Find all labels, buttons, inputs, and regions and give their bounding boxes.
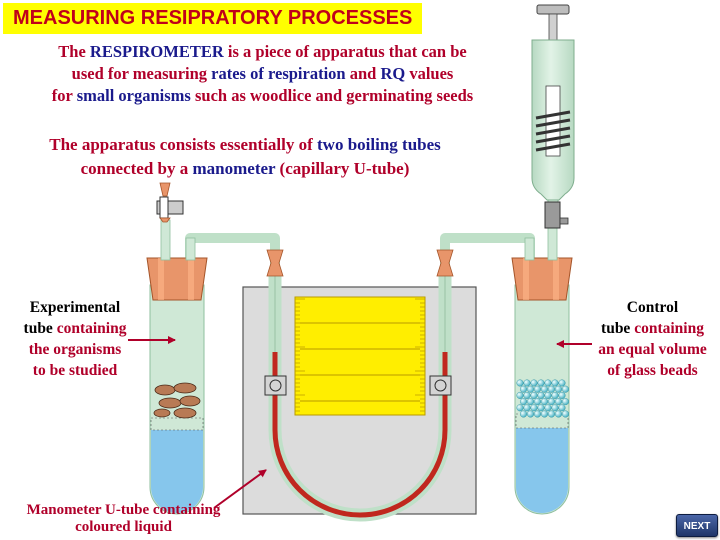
glass-bead xyxy=(523,391,531,399)
label-line: of glass beads xyxy=(607,362,698,379)
intro-emphasis: RESPIROMETER xyxy=(89,42,224,61)
intro-line-2: used for measuring rates of respiration … xyxy=(0,63,525,84)
label-line: an equal volume xyxy=(598,341,707,358)
intro-text: is a piece of apparatus that can be xyxy=(223,42,467,61)
page-title: MEASURING RESIPRATORY PROCESSES xyxy=(3,3,423,34)
apparatus-text: (capillary U-tube) xyxy=(275,159,410,178)
glass-bead xyxy=(530,404,538,412)
intro-emphasis: rates of respiration xyxy=(211,64,346,83)
manometer-clip-left xyxy=(264,375,287,396)
glass-bead xyxy=(551,391,559,399)
glass-bead xyxy=(537,391,545,399)
glass-bead xyxy=(516,379,524,387)
glass-bead xyxy=(534,385,542,393)
glass-bead xyxy=(541,385,549,393)
glass-bead xyxy=(551,379,559,387)
glass-bead xyxy=(558,379,566,387)
glass-bead xyxy=(537,404,545,412)
label-line: Experimental xyxy=(29,299,121,316)
syringe xyxy=(531,4,575,229)
glass-beads xyxy=(516,379,570,418)
glass-bead xyxy=(562,410,570,418)
glass-bead xyxy=(544,391,552,399)
glass-bead xyxy=(520,410,528,418)
experimental-tube-label: Experimental tube containing the organis… xyxy=(0,297,150,381)
label-line: Control xyxy=(626,299,679,316)
glass-bead xyxy=(530,391,538,399)
screw-clip-tap xyxy=(156,182,184,223)
glass-bead xyxy=(530,379,538,387)
glass-bead xyxy=(520,385,528,393)
glass-bead xyxy=(548,398,556,406)
woodlice-organisms xyxy=(153,382,201,419)
glass-bead xyxy=(541,398,549,406)
glass-bead xyxy=(527,385,535,393)
glass-bead xyxy=(523,379,531,387)
apparatus-emphasis: manometer xyxy=(192,159,276,178)
glass-bead xyxy=(534,398,542,406)
glass-bead xyxy=(523,404,531,412)
intro-emphasis: RQ xyxy=(380,64,406,83)
glass-bead xyxy=(555,385,563,393)
glass-bead xyxy=(520,398,528,406)
intro-text: The xyxy=(58,42,90,61)
label-line: the organisms xyxy=(28,341,122,358)
label-line: Manometer U-tube containing xyxy=(26,502,221,518)
glass-bead xyxy=(551,404,559,412)
label-text: containing xyxy=(634,320,704,337)
glass-bead xyxy=(537,379,545,387)
rubber-connector-right xyxy=(436,249,454,277)
apparatus-emphasis: two boiling tubes xyxy=(317,135,441,154)
intro-text: for xyxy=(51,86,77,105)
glass-bead xyxy=(544,379,552,387)
intro-line-1: The RESPIROMETER is a piece of apparatus… xyxy=(0,41,525,62)
label-line: coloured liquid xyxy=(75,519,172,535)
manometer-coloured-liquid xyxy=(272,352,448,518)
glass-bead xyxy=(548,385,556,393)
glass-bead xyxy=(562,398,570,406)
glass-bead xyxy=(516,391,524,399)
glass-bead xyxy=(541,410,549,418)
label-line: tube containing xyxy=(0,318,150,339)
apparatus-line-1: The apparatus consists essentially of tw… xyxy=(0,134,490,155)
intro-text: such as woodlice and germinating seeds xyxy=(190,86,474,105)
glass-bead xyxy=(555,398,563,406)
intro-text: and xyxy=(345,64,381,83)
glass-bead xyxy=(555,410,563,418)
next-button[interactable]: NEXT xyxy=(676,514,718,537)
intro-line-3: for small organisms such as woodlice and… xyxy=(0,85,525,106)
graduated-scale xyxy=(294,296,426,416)
label-line: to be studied xyxy=(32,362,118,379)
manometer-label: Manometer U-tube containing coloured liq… xyxy=(0,502,247,536)
rubber-connector-left xyxy=(266,249,284,277)
intro-text: used for measuring xyxy=(71,64,212,83)
intro-text: values xyxy=(405,64,454,83)
manometer-clip-right xyxy=(429,375,452,396)
intro-emphasis: small organisms xyxy=(76,86,191,105)
apparatus-text: The apparatus consists essentially of xyxy=(49,135,318,154)
glass-bead xyxy=(562,385,570,393)
arrow-to-manometer xyxy=(213,469,267,509)
apparatus-line-2: connected by a manometer (capillary U-tu… xyxy=(0,158,490,179)
glass-bead xyxy=(544,404,552,412)
glass-bead xyxy=(558,391,566,399)
glass-bead xyxy=(534,410,542,418)
label-text: tube xyxy=(23,320,57,337)
glass-bead xyxy=(558,404,566,412)
control-tube-label: Control tube containing an equal volume … xyxy=(585,297,720,381)
label-text: tube xyxy=(601,320,635,337)
glass-bead xyxy=(548,410,556,418)
glass-bead xyxy=(516,404,524,412)
label-text: containing xyxy=(56,320,127,337)
label-line: tube containing xyxy=(585,318,720,339)
glass-bead xyxy=(527,410,535,418)
apparatus-text: connected by a xyxy=(80,159,193,178)
glass-bead xyxy=(527,398,535,406)
